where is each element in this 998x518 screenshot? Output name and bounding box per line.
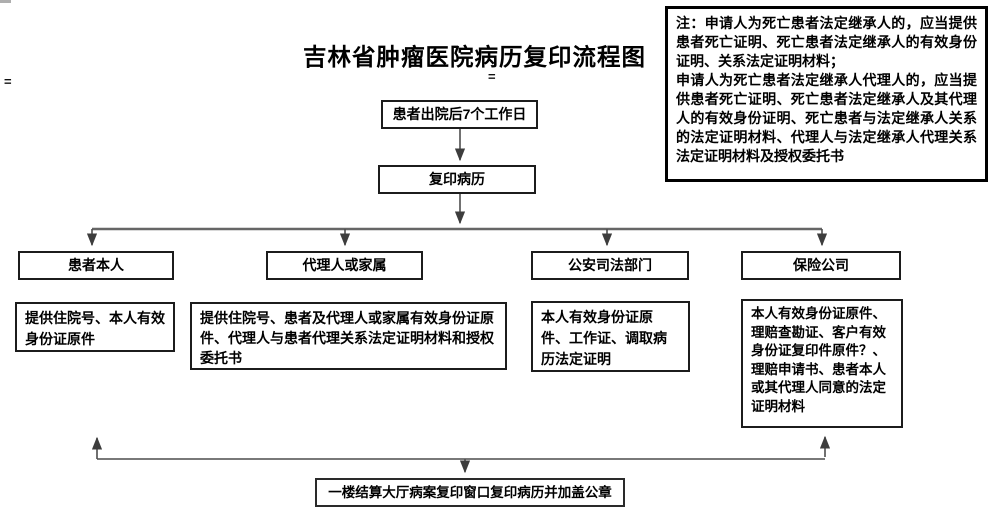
- flow-step-discharge-wait: 患者出院后7个工作日: [381, 100, 538, 129]
- stray-mark-center: =: [488, 69, 496, 84]
- flow-step-final-window: 一楼结算大厅病案复印窗口复印病历并加盖公章: [315, 478, 625, 507]
- branch-header-public-security: 公安司法部门: [531, 251, 689, 280]
- page-title: 吉林省肿瘤医院病历复印流程图: [303, 44, 646, 70]
- branch-detail-insurance: 本人有效身份证原件、理赔查勘证、客户有效身份证复印件原件？、理赔申请书、患者本人…: [741, 299, 903, 428]
- note-paragraph-2: 申请人为死亡患者法定继承人代理人的，应当提供患者死亡证明、死亡患者法定继承人及其…: [676, 72, 977, 164]
- scan-smudge: [0, 0, 11, 3]
- branch-header-agent-family: 代理人或家属: [266, 251, 423, 280]
- note-paragraph-1: 注：申请人为死亡患者法定继承人的，应当提供患者死亡证明、死亡患者法定继承人的有效…: [676, 15, 977, 69]
- branch-detail-patient-self: 提供住院号、本人有效身份证原件: [15, 302, 175, 352]
- stray-mark-left: =: [4, 74, 12, 89]
- flow-step-copy-record: 复印病历: [378, 165, 536, 194]
- branch-header-patient-self: 患者本人: [18, 251, 174, 280]
- branch-detail-public-security: 本人有效身份证原件、工作证、调取病历法定证明: [531, 301, 690, 372]
- branch-detail-agent-family: 提供住院号、患者及代理人或家属有效身份证原件、代理人与患者代理关系法定证明材料和…: [190, 302, 507, 370]
- note-box: 注：申请人为死亡患者法定继承人的，应当提供患者死亡证明、死亡患者法定继承人的有效…: [665, 6, 988, 182]
- branch-header-insurance: 保险公司: [741, 251, 901, 280]
